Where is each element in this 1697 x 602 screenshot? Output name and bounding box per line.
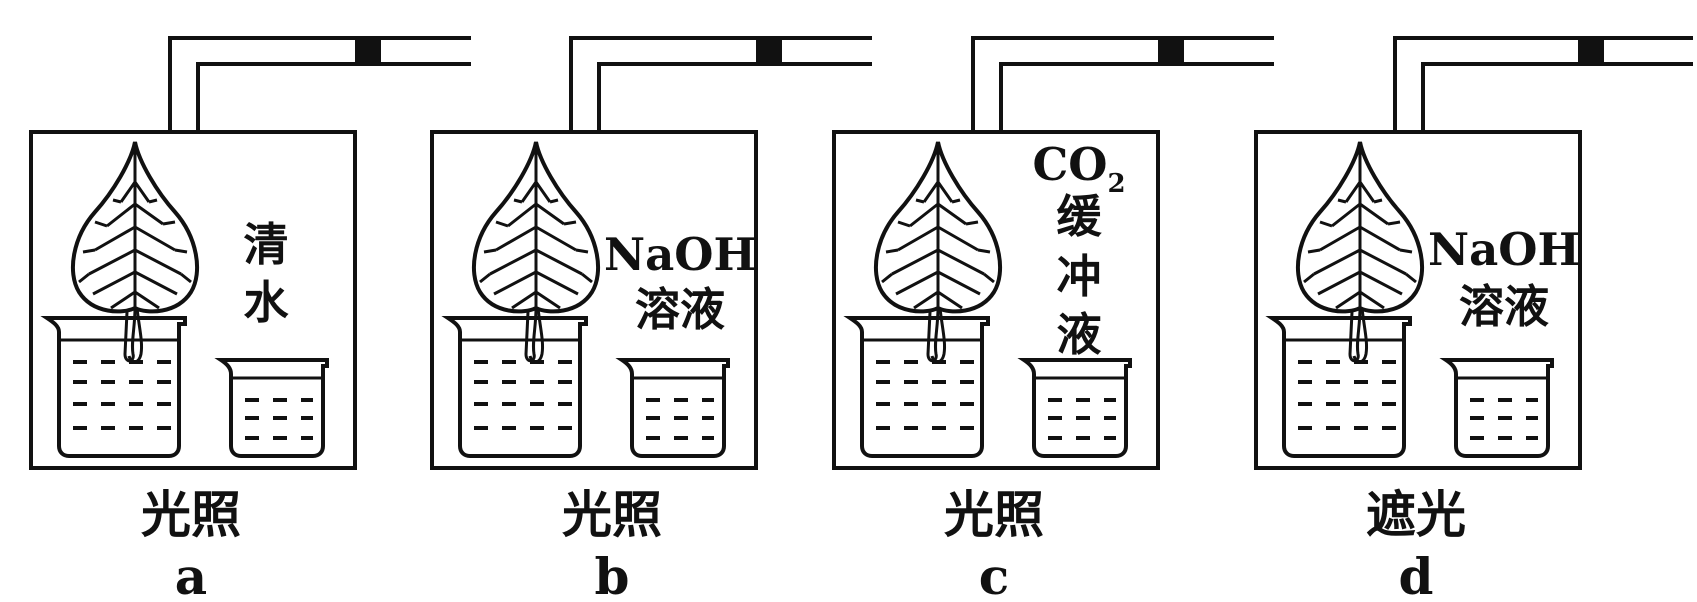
- solution-label-line-1: NaOH: [604, 228, 756, 281]
- setup-letter: b: [595, 547, 630, 602]
- solution-label-line-4: 液: [1056, 308, 1101, 361]
- tube: [1393, 36, 1693, 132]
- setup-letter: c: [979, 547, 1009, 602]
- solution-label-line-1: NaOH: [1428, 223, 1580, 276]
- solution-beaker: [1444, 358, 1554, 458]
- sealed-container: [1254, 130, 1582, 470]
- solution-label-line-2: 溶液: [635, 283, 725, 336]
- condition-label: 光照: [944, 485, 1044, 544]
- solution-label-line-3: 冲: [1056, 250, 1101, 303]
- setup-b: NaOH 溶液 光照 b: [430, 36, 872, 602]
- red-ink-droplet: [355, 38, 381, 64]
- setup-letter: d: [1399, 547, 1434, 602]
- red-ink-droplet: [1578, 38, 1604, 64]
- tube: [971, 36, 1274, 132]
- solution-label-line-1: CO2: [1032, 138, 1125, 199]
- red-ink-droplet: [1158, 38, 1184, 64]
- beaker-with-leaf: [45, 316, 187, 458]
- solution-beaker: [219, 358, 329, 458]
- beaker-with-leaf: [446, 316, 588, 458]
- solution-beaker: [1022, 358, 1132, 458]
- setup-a: 清 水 光照 a: [29, 36, 471, 602]
- condition-label: 光照: [141, 485, 241, 544]
- solution-label-line-2: 水: [243, 276, 289, 329]
- condition-label: 遮光: [1366, 485, 1466, 544]
- solution-label-line-2: 溶液: [1459, 280, 1549, 333]
- setup-d: NaOH 溶液 遮光 d: [1254, 36, 1693, 602]
- subscript-2: 2: [1107, 169, 1125, 199]
- solution-label-line-1: 清: [243, 218, 288, 271]
- beaker-with-leaf: [848, 316, 990, 458]
- beaker-with-leaf: [1270, 316, 1412, 458]
- setup-c: CO2 缓 冲 液 光照 c: [832, 36, 1274, 602]
- tube: [569, 36, 872, 132]
- condition-label: 光照: [562, 485, 662, 544]
- sealed-container: [430, 130, 758, 470]
- sealed-container: [29, 130, 357, 470]
- co-text: CO: [1032, 138, 1107, 191]
- solution-label-line-2: 缓: [1056, 190, 1102, 243]
- sealed-container: [832, 130, 1160, 470]
- red-ink-droplet: [756, 38, 782, 64]
- solution-beaker: [620, 358, 730, 458]
- setup-letter: a: [175, 547, 207, 602]
- tube: [168, 36, 471, 132]
